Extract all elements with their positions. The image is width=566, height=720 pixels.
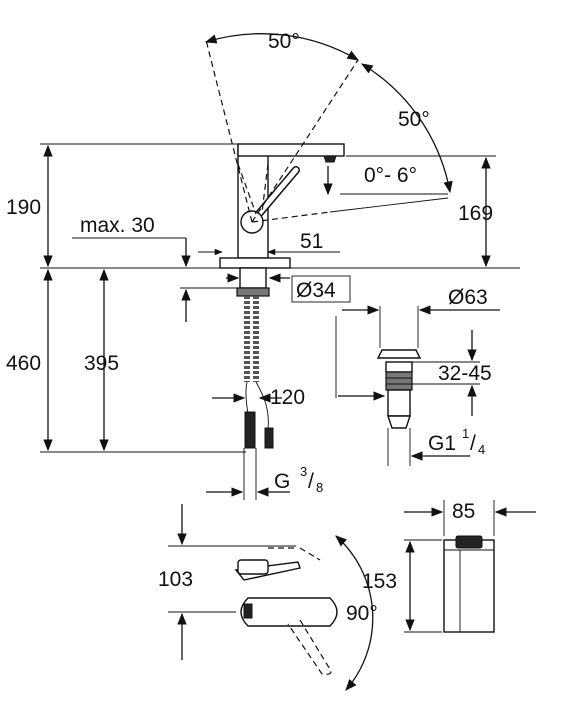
side-view-dimensions (40, 33, 520, 500)
faucet-spout (237, 143, 345, 157)
length-120-label: 120 (270, 386, 305, 409)
hose-fitting (244, 411, 256, 449)
height-395-label: 395 (84, 352, 119, 375)
height-460-label: 460 (6, 352, 41, 375)
top-view-base (240, 597, 338, 627)
depth-103-label: 103 (158, 568, 193, 591)
width-85-label: 85 (452, 500, 475, 523)
drain-threaded-body (385, 371, 413, 391)
height-169-label: 169 (458, 202, 493, 225)
pop-up-waste (335, 305, 500, 466)
faucet-side-view (205, 39, 359, 449)
width-51-label: 51 (300, 230, 323, 253)
faucet-body (237, 145, 269, 259)
dia-34-label: Ø34 (296, 279, 336, 302)
g-thread-fraction-den: 8 (316, 480, 323, 495)
g-thread-fraction-num: 3 (300, 464, 307, 479)
range-32-45-label: 32-45 (438, 362, 492, 385)
angle-right-label: 50° (398, 108, 430, 131)
height-153-label: 153 (362, 570, 397, 593)
height-190-label: 190 (6, 196, 41, 219)
mounting-nut (236, 287, 270, 297)
max-30-label: max. 30 (80, 214, 155, 237)
g1-thread-fraction-slash: / (470, 432, 476, 455)
angle-top-label: 50° (268, 30, 300, 53)
g1-thread-label: G1 (428, 432, 456, 455)
g1-thread-fraction-den: 4 (478, 442, 485, 457)
package-box (404, 500, 536, 633)
g-thread-label: G (274, 470, 290, 493)
faucet-base (219, 257, 291, 269)
box-outline (443, 539, 495, 633)
aerator (323, 155, 337, 163)
angle-90-label: 90° (346, 602, 378, 625)
dia-63-label: Ø63 (448, 286, 488, 309)
drain-flange (376, 349, 422, 359)
tilt-label: 0°- 6° (364, 164, 417, 187)
g-thread-fraction-slash: / (308, 470, 314, 493)
faucet-top-view (168, 504, 374, 691)
g1-thread-fraction-num: 1 (462, 426, 469, 441)
